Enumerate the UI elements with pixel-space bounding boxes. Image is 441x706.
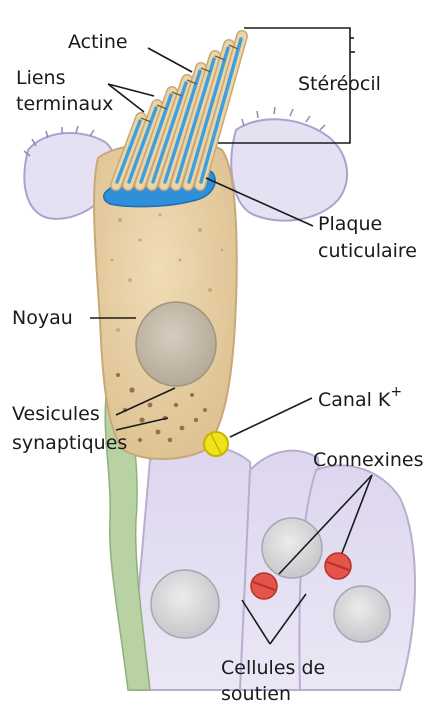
k-channel [204,432,228,456]
label-liens-line2: terminaux [16,93,113,115]
label-canal-sup: + [390,384,402,400]
support-nucleus [262,518,322,578]
label-noyau: Noyau [12,307,73,329]
label-cellules-line2: soutien [221,683,291,702]
label-canal: Canal K+ [318,384,402,411]
label-plaque-line2: cuticulaire [318,240,417,262]
label-cellules-line1: Cellules de [221,657,325,679]
label-stereocil: Stéréocil [298,73,381,95]
support-nucleus [151,570,219,638]
label-plaque-line1: Plaque [318,213,382,235]
label-actine: Actine [68,31,128,53]
label-canal-text: Canal K [318,389,391,411]
label-vesicules-line2: synaptiques [12,432,127,454]
label-liens-line1: Liens [16,67,66,89]
nucleus [136,302,216,386]
label-connexines: Connexines [313,449,423,471]
connexin [325,553,351,579]
support-cells [130,445,415,690]
label-vesicules-line1: Vesicules [12,403,100,425]
connexin [251,573,277,599]
support-nucleus [334,586,390,642]
